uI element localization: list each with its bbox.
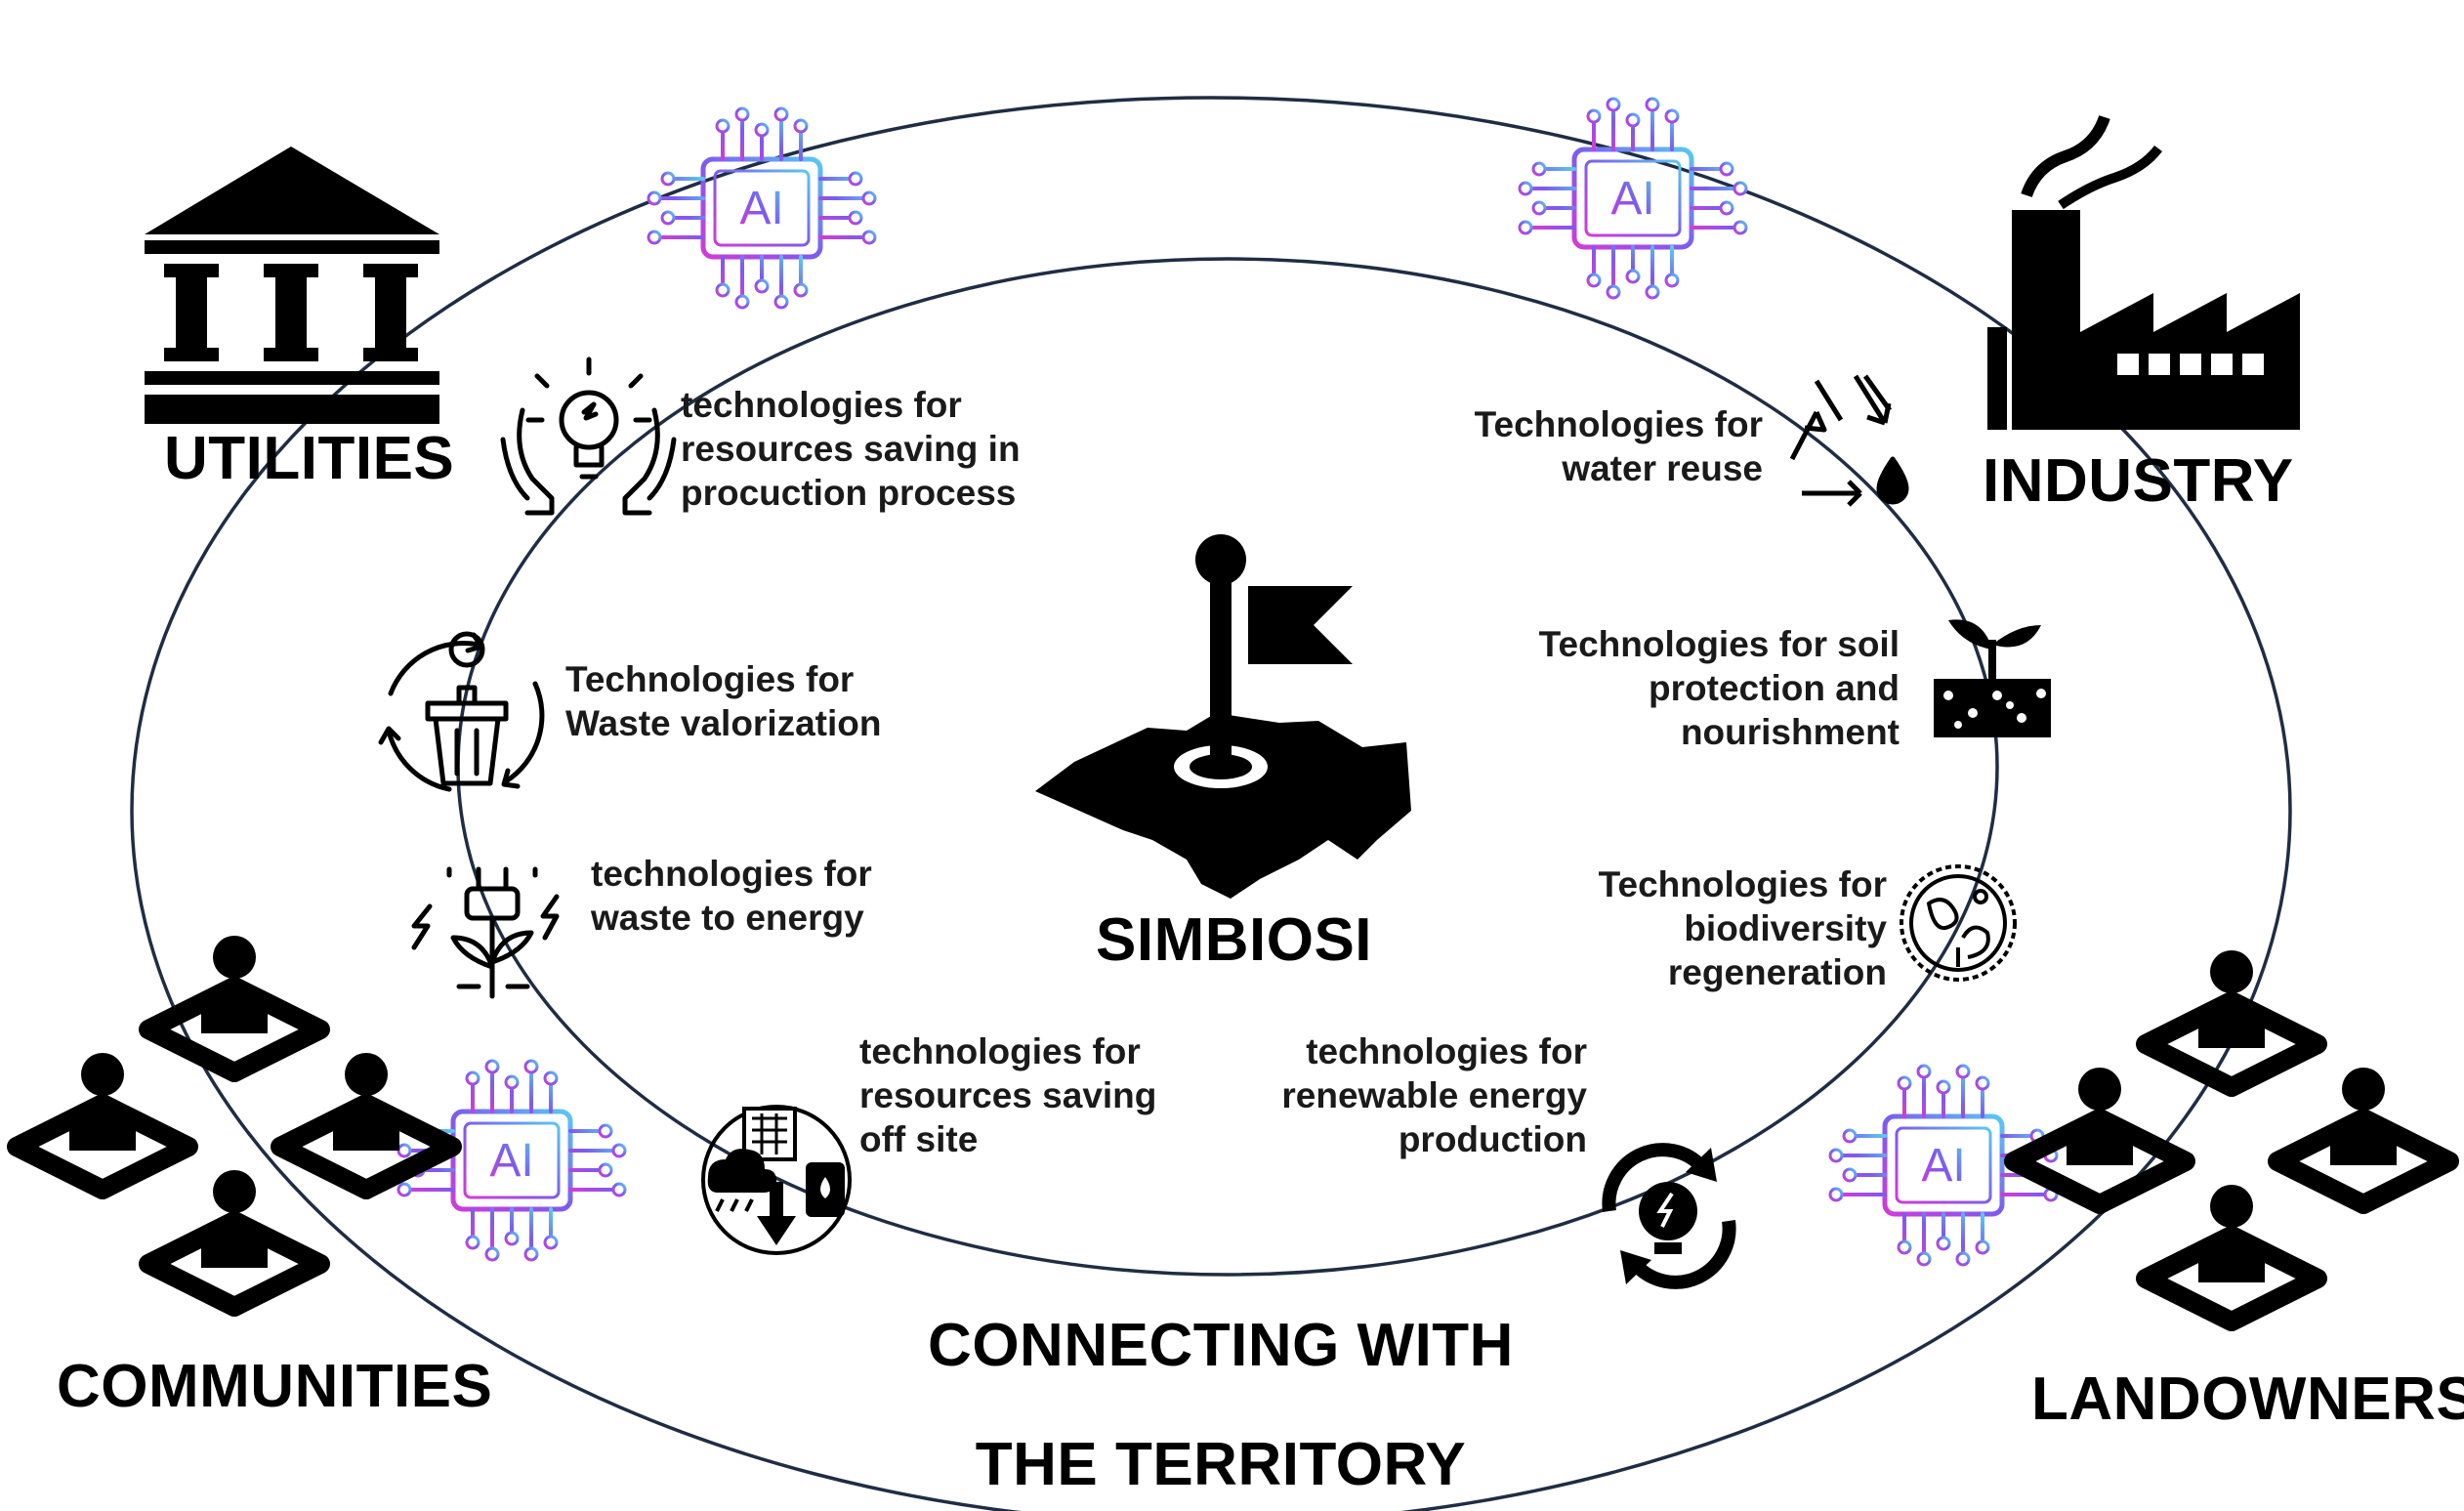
people-network-icon-communities — [17, 936, 452, 1307]
soil-sprout-icon — [1934, 619, 2051, 737]
stakeholder-label-landowners: LANDOWNERS — [2031, 1365, 2464, 1433]
renewable-cycle-icon — [1602, 1143, 1736, 1289]
tech-line: production — [1398, 1119, 1587, 1160]
tech-label-renewable-energy: technologies for renewable energy produc… — [1201, 1029, 1587, 1161]
tech-line: protection and — [1649, 668, 1900, 709]
tech-line: technologies for — [591, 854, 872, 894]
tech-line: Technologies for — [565, 659, 855, 699]
recycle-water-icon — [1789, 374, 1909, 507]
tech-line: Technologies for soil — [1538, 624, 1900, 664]
tech-line: water reuse — [1562, 448, 1763, 489]
plug-plant-icon — [411, 866, 560, 999]
tech-label-biodiversity: Technologies for biodiversity regenerati… — [1504, 862, 1887, 994]
offsite-saving-icon — [701, 1105, 852, 1255]
stakeholder-label-utilities: UTILITIES — [164, 425, 455, 492]
ai-chip-icon-top-left: AI — [648, 108, 875, 308]
tech-line: regeneration — [1667, 952, 1887, 993]
tech-label-soil-protection: Technologies for soil protection and nou… — [1484, 622, 1900, 754]
tech-line: waste to energy — [591, 898, 864, 939]
ai-chip-icon-bottom-right: AI — [1830, 1066, 2057, 1265]
tech-line: Technologies for — [1474, 404, 1763, 444]
recycle-bin-gear-icon — [378, 631, 545, 792]
tech-label-waste-to-energy: technologies for waste to energy — [591, 852, 872, 940]
tech-line: renewable energy — [1281, 1075, 1587, 1116]
people-network-icon-landowners — [2014, 950, 2449, 1322]
tech-line: Waste valorization — [565, 703, 882, 744]
connecting-line-1: CONNECTING WITH — [928, 1312, 1514, 1379]
connecting-territory-heading: CONNECTING WITH THE TERRITORY — [879, 1309, 1563, 1501]
ai-chip-label: AI — [489, 1135, 533, 1187]
tech-line: Technologies for — [1598, 864, 1887, 904]
tech-line: technologies for — [859, 1031, 1141, 1071]
tech-line: procuction process — [681, 473, 1017, 514]
ai-chip-icon-top-right: AI — [1520, 99, 1746, 298]
tech-line: technologies for — [1306, 1031, 1587, 1071]
center-title: SIMBIOSI — [1096, 906, 1373, 974]
ai-chip-label: AI — [739, 183, 783, 234]
tech-line: nourishment — [1680, 712, 1900, 753]
factory-icon — [1987, 114, 2300, 430]
tech-line: technologies for — [681, 385, 962, 425]
tech-label-resources-saving-offsite: technologies for resources saving off si… — [859, 1029, 1156, 1161]
stakeholder-label-industry: INDUSTRY — [1983, 447, 2294, 515]
tech-line: resources saving — [859, 1075, 1157, 1116]
connecting-line-2: THE TERRITORY — [975, 1430, 1467, 1498]
stakeholder-label-communities: COMMUNITIES — [57, 1353, 493, 1420]
ai-chip-label: AI — [1610, 173, 1654, 225]
outer-ellipse — [130, 96, 2292, 1511]
globe-biodiversity-icon — [1900, 864, 2017, 982]
bank-building-icon — [145, 147, 439, 424]
hands-lightbulb-icon — [500, 357, 677, 516]
map-flag-icon — [1035, 534, 1411, 899]
tech-line: off site — [859, 1119, 979, 1160]
tech-line: resources saving in — [681, 429, 1021, 470]
tech-line: biodiversity — [1684, 908, 1887, 949]
ai-chip-icon-bottom-left: AI — [398, 1061, 625, 1260]
tech-label-water-reuse: Technologies for water reuse — [1367, 402, 1763, 490]
tech-label-resources-saving-production: technologies for resources saving in pro… — [681, 383, 1021, 515]
tech-label-waste-valorization: Technologies for Waste valorization — [565, 657, 881, 745]
ai-chip-label: AI — [1921, 1140, 1965, 1192]
